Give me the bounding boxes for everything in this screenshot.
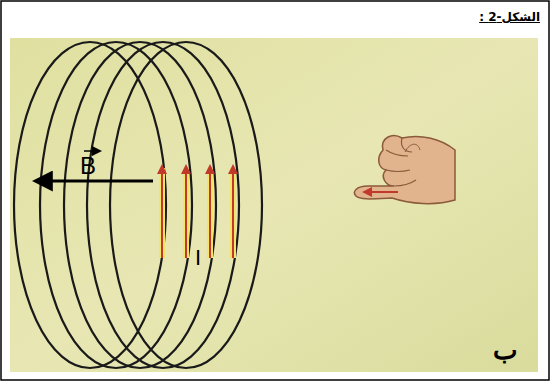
- subfigure-letter: ب: [493, 335, 517, 365]
- vector-sign: [84, 150, 100, 152]
- right-hand: [355, 136, 456, 204]
- coil-loop: [110, 42, 262, 368]
- picture-ground: [10, 38, 538, 372]
- current-arrows: [162, 166, 233, 258]
- coil-loop: [14, 42, 166, 368]
- current-arrow: [209, 166, 211, 258]
- field-arrow: [36, 180, 153, 183]
- coil-windings: [14, 42, 262, 368]
- current-arrow: [232, 166, 234, 258]
- current-arrow: [185, 166, 187, 258]
- current-arrow: [161, 166, 163, 258]
- field-label: B: [80, 152, 96, 180]
- coil-loop: [40, 42, 192, 368]
- figure-title: الشكل-2 :: [479, 10, 540, 24]
- current-label: I: [195, 245, 201, 271]
